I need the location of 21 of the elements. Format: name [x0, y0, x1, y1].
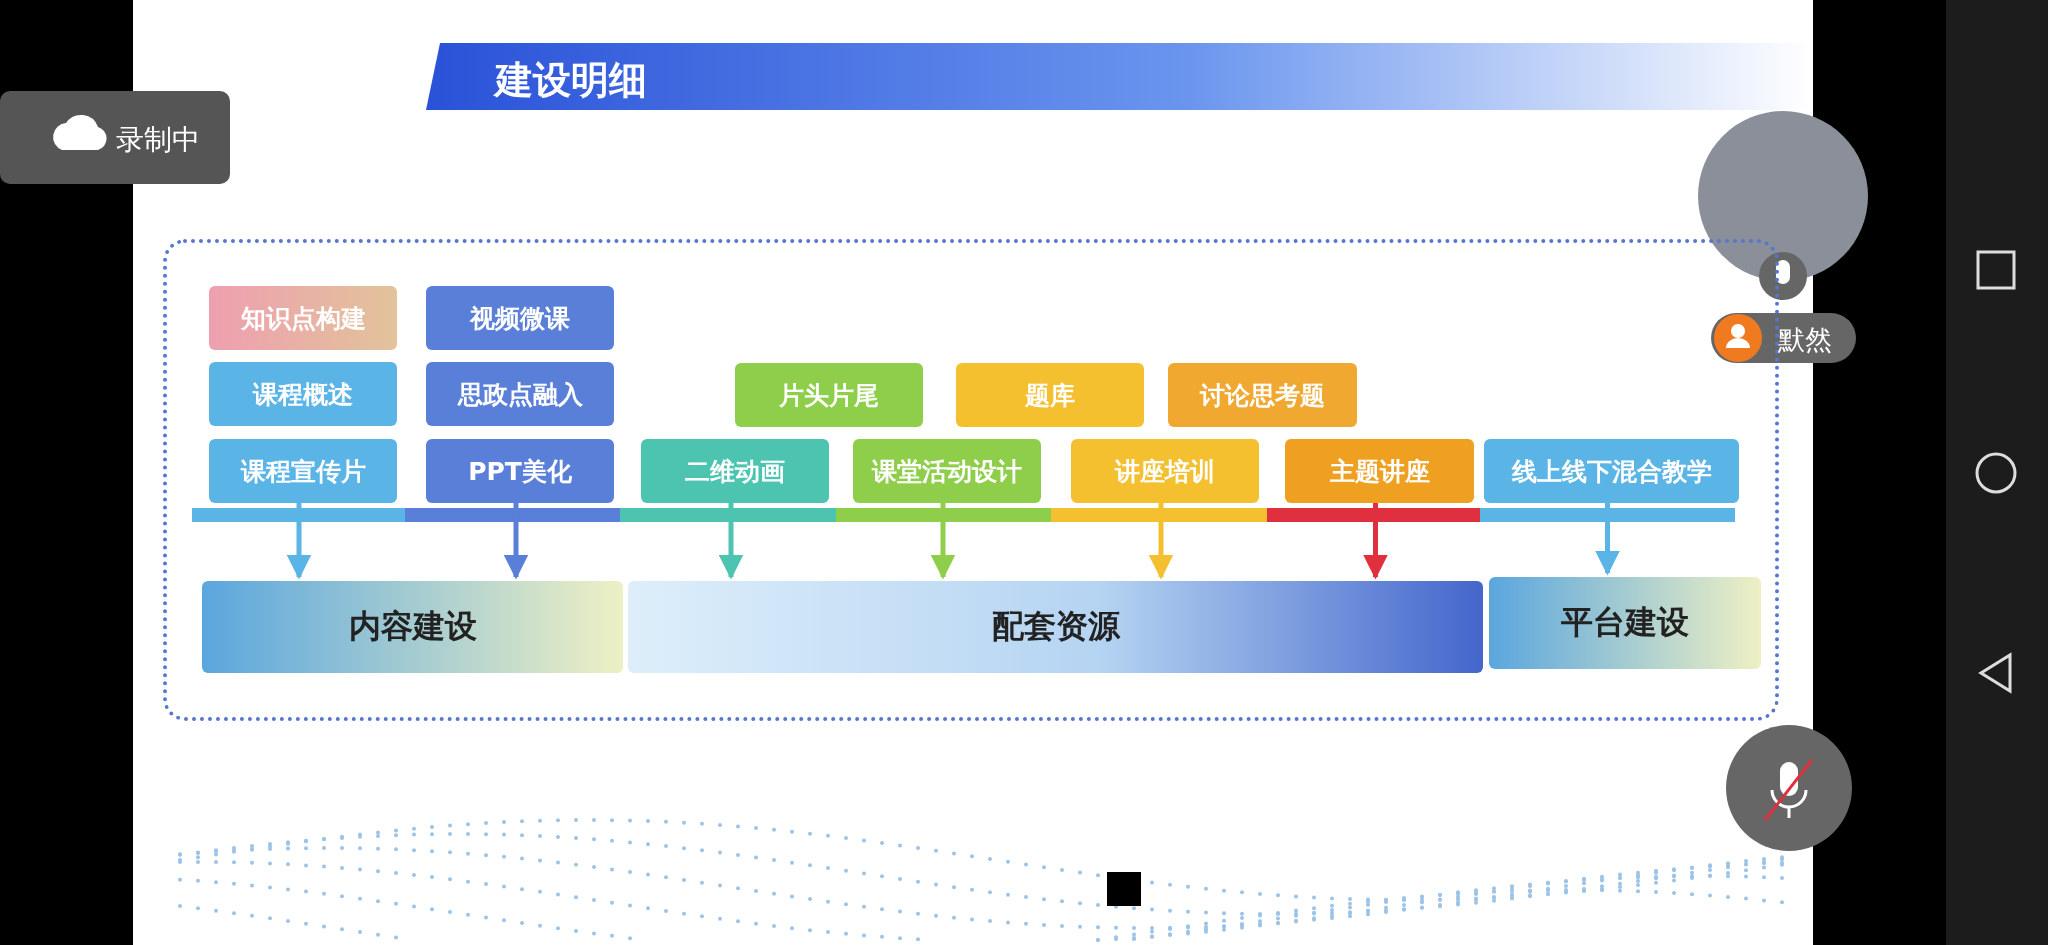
item-box: 讨论思考题: [1168, 363, 1357, 427]
category-box: 平台建设: [1489, 577, 1761, 669]
item-box: 主题讲座: [1285, 439, 1474, 503]
user-name: 默然: [1778, 323, 1832, 357]
item-box: 思政点融入: [426, 362, 614, 426]
category-box: 内容建设: [202, 581, 623, 673]
item-box: 片头片尾: [735, 363, 923, 427]
dotted-frame: [163, 239, 1779, 721]
item-box: 课程概述: [209, 362, 397, 426]
item-box: 课堂活动设计: [853, 439, 1041, 503]
title: 建设明细: [495, 57, 647, 104]
status-text: 录制中: [116, 122, 200, 158]
item-box: 讲座培训: [1071, 439, 1259, 503]
item-box: 线上线下混合教学: [1484, 439, 1739, 503]
item-box: PPT美化: [426, 439, 614, 503]
item-box: 视频微课: [426, 286, 614, 350]
item-box: 二维动画: [641, 439, 829, 503]
category-box: 配套资源: [628, 581, 1483, 673]
item-box: 课程宣传片: [209, 439, 397, 503]
item-box: 题库: [956, 363, 1144, 427]
item-box: 知识点构建: [209, 286, 397, 350]
